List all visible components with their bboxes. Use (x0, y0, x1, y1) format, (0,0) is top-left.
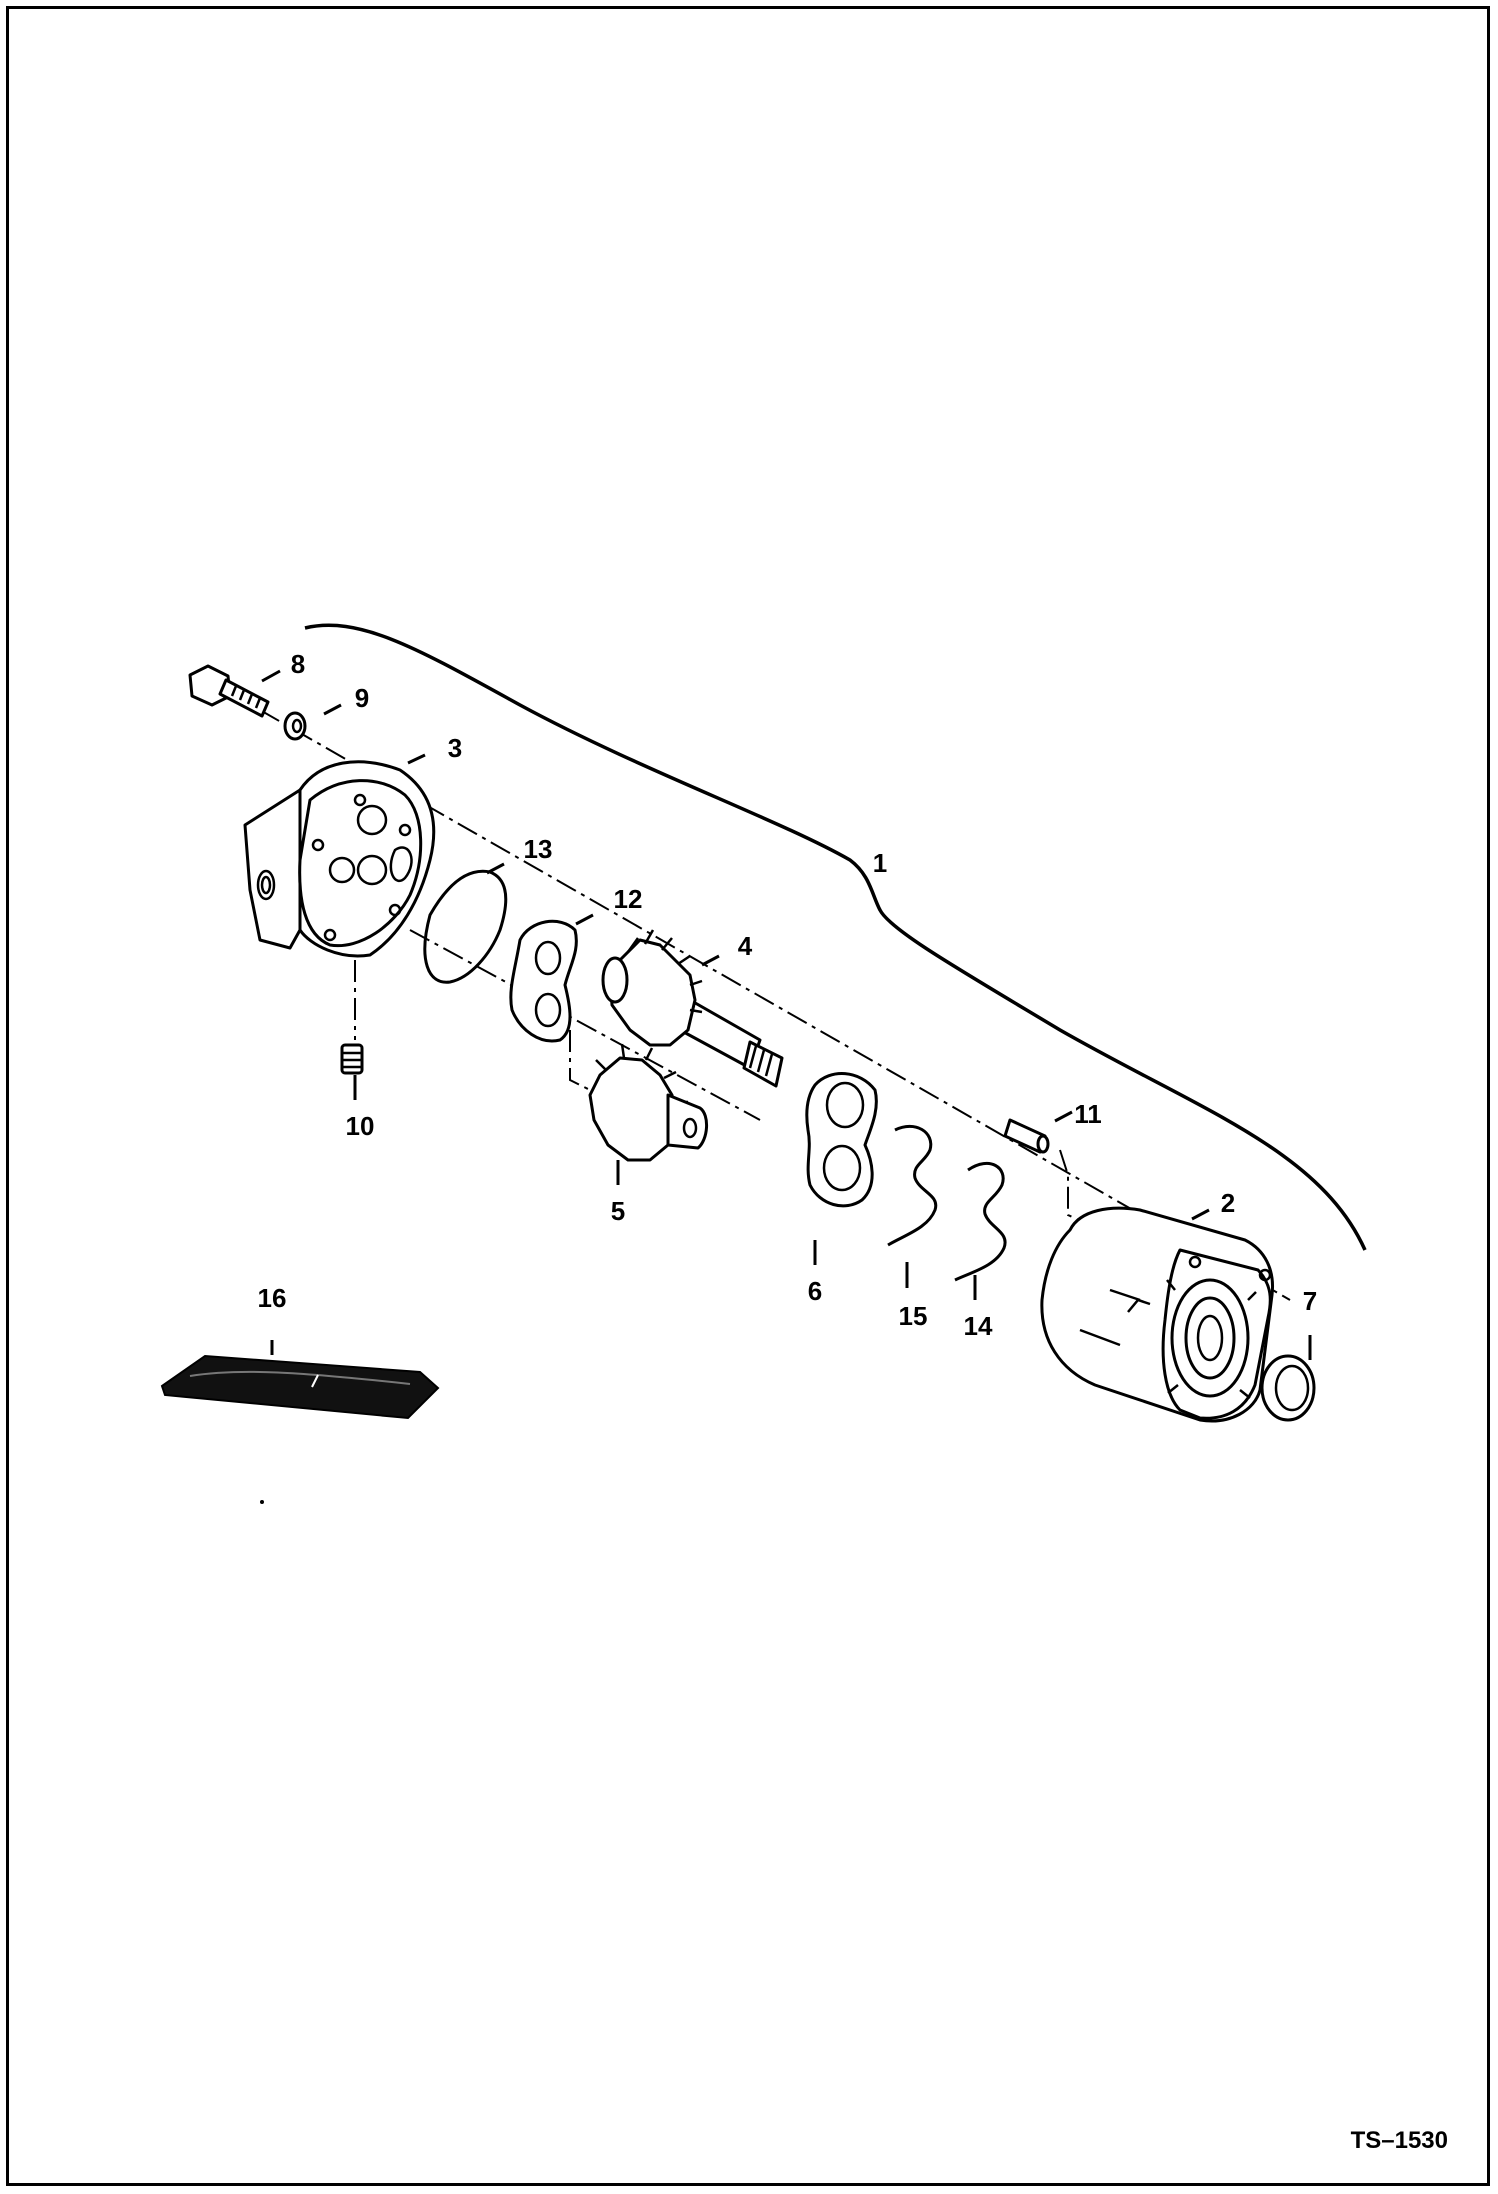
shaft-seal-part (1260, 1354, 1316, 1422)
stray-dot (260, 1500, 264, 1504)
callout-6: 6 (808, 1276, 822, 1306)
callout-2: 2 (1221, 1188, 1235, 1218)
plug-part (340, 1043, 364, 1075)
callout-12: 12 (614, 884, 643, 914)
page-frame (6, 6, 1490, 2186)
wear-plate-part (509, 919, 578, 1043)
callout-1: 1 (873, 848, 887, 878)
centerline-gear (569, 1030, 601, 1096)
leader-lines (261, 669, 1312, 1360)
callout-5: 5 (611, 1196, 625, 1226)
callout-10: 10 (346, 1111, 375, 1141)
drive-gear-part (601, 929, 784, 1088)
callout-13: 13 (524, 834, 553, 864)
body-seal-part (805, 1072, 878, 1208)
dowel-pin-part (1003, 1118, 1050, 1154)
callout-15: 15 (899, 1301, 928, 1331)
callout-11: 11 (1074, 1099, 1102, 1129)
bolt-part (188, 664, 270, 718)
callout-8: 8 (291, 649, 305, 679)
assembly-brace (304, 623, 1367, 1251)
callout-4: 4 (738, 931, 753, 961)
callout-14: 14 (964, 1311, 993, 1341)
callout-7: 7 (1303, 1286, 1317, 1316)
callout-16: 16 (258, 1283, 287, 1313)
document-id: TS–1530 (1351, 2127, 1448, 2154)
seal-kit-packet-part (160, 1354, 440, 1420)
end-cover-part (243, 760, 436, 958)
driven-gear-part (588, 1043, 708, 1162)
pump-body-part (1040, 1206, 1275, 1423)
seal-ring-part (423, 869, 508, 984)
clip-15-part (887, 1124, 938, 1247)
clip-14-part (954, 1161, 1007, 1282)
callout-9: 9 (355, 683, 369, 713)
centerline-upper (409, 929, 761, 1121)
washer-part (283, 711, 307, 741)
callout-3: 3 (448, 733, 462, 763)
